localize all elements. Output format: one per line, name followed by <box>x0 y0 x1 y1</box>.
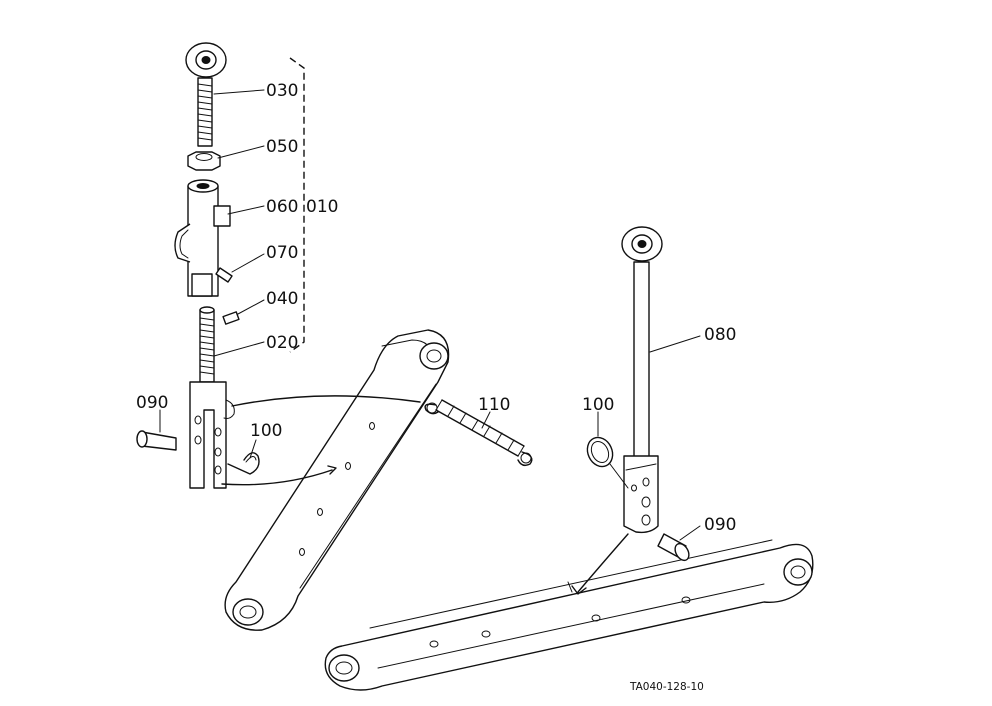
spring <box>424 399 533 467</box>
assembly-bracket <box>289 57 305 353</box>
callout-030: 030 <box>266 81 298 101</box>
turnbuckle-assembly <box>136 42 260 489</box>
lift-rod <box>586 226 690 562</box>
small-screw <box>215 267 233 283</box>
pin <box>222 311 240 325</box>
leader-lines <box>159 89 701 541</box>
callout-010: 010 <box>306 197 338 217</box>
callout-080: 080 <box>704 325 736 345</box>
callout-060: 060 <box>266 197 298 217</box>
left-lower-link <box>224 329 450 631</box>
callout-110: 110 <box>478 395 510 415</box>
callout-050: 050 <box>266 137 298 157</box>
callout-100-right: 100 <box>582 395 614 415</box>
callout-090-right: 090 <box>704 515 736 535</box>
callout-040: 040 <box>266 289 298 309</box>
connection-arrows <box>221 395 629 595</box>
callout-100-left: 100 <box>250 421 282 441</box>
callout-020: 020 <box>266 333 298 353</box>
callout-070: 070 <box>266 243 298 263</box>
right-lower-link <box>324 539 814 691</box>
clevis-fork <box>189 381 227 489</box>
callout-090-left: 090 <box>136 393 168 413</box>
figure-code: TA040-128-10 <box>629 681 704 693</box>
